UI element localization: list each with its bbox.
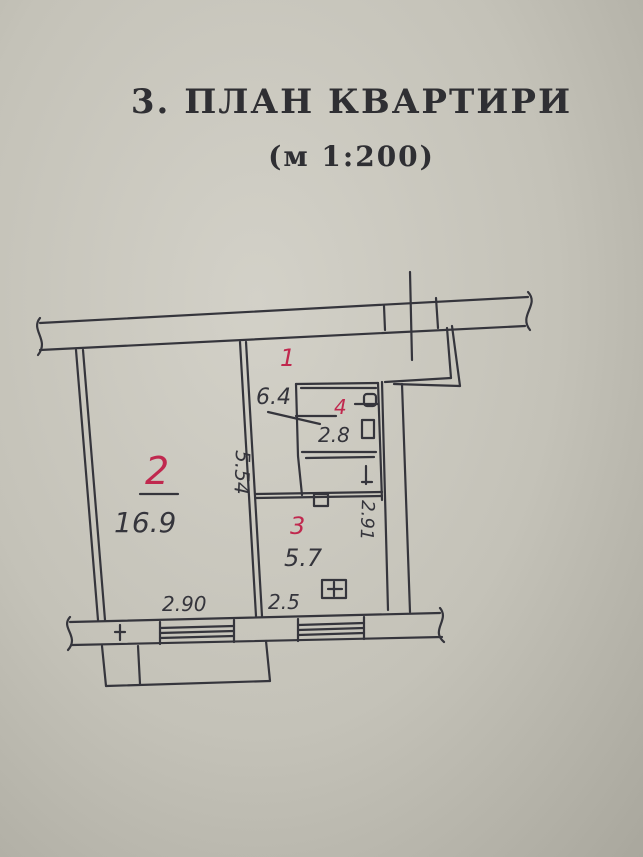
leader-line-room-1: [266, 410, 322, 426]
room-4-number: 4: [334, 395, 347, 419]
plan-title: 3. ПЛАН КВАРТИРИ: [130, 82, 573, 122]
left-exterior-wall: [74, 348, 107, 622]
stove-symbol: [320, 578, 348, 600]
room-2-number: 2: [145, 449, 169, 493]
balcony: [100, 639, 272, 688]
room-2-area: 16.9: [114, 506, 176, 539]
plan-scale: (м 1:200): [268, 140, 435, 173]
room-3-area: 5.7: [284, 544, 323, 572]
dimension-room-3-depth: 2.91: [356, 500, 378, 541]
top-exterior-wall: [36, 270, 533, 362]
dimension-room-2-depth: 5.54: [229, 450, 255, 495]
corridor-wall: [383, 324, 462, 388]
room-4-area: 2.8: [318, 423, 350, 447]
dimension-bottom-right: 2.5: [268, 590, 300, 614]
window-left: [158, 618, 236, 646]
room-3-number: 3: [290, 512, 305, 540]
partition-wall: [238, 340, 264, 618]
room-divider-wall: [254, 490, 384, 508]
bottom-exterior-wall: [66, 606, 446, 652]
right-wall: [380, 380, 412, 614]
bathroom-block: [294, 381, 384, 502]
dimension-bottom-left: 2.90: [162, 592, 207, 616]
room-1-area: 6.4: [256, 385, 291, 410]
room-1-number: 1: [280, 344, 295, 372]
window-right: [296, 615, 366, 643]
